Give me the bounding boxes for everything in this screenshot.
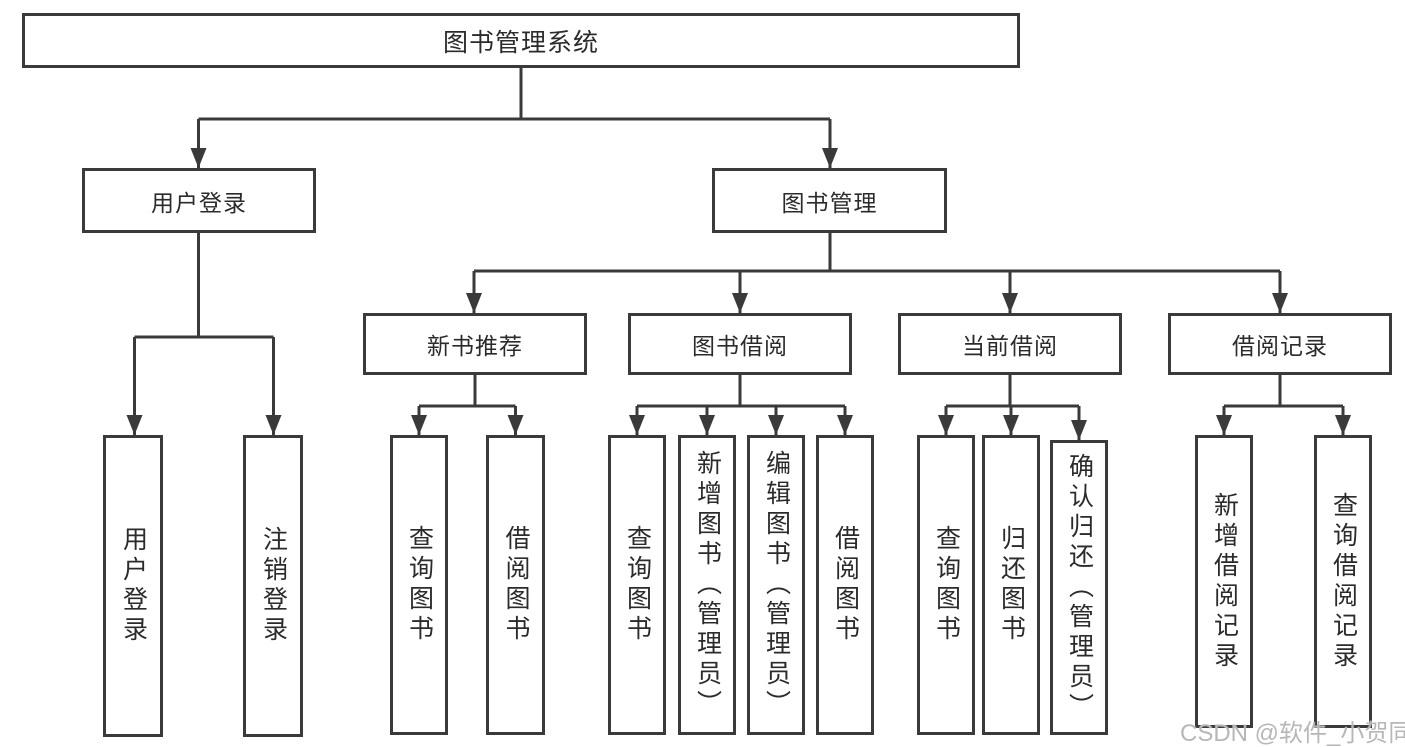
leaf-add-books-admin: 新增图书（管理员） (678, 435, 736, 735)
node-borrow-records: 借阅记录 (1168, 313, 1392, 375)
leaf-query-books-borrow-label: 查询图书 (623, 525, 652, 645)
leaf-query-books-current: 查询图书 (917, 435, 975, 735)
leaf-logout: 注销登录 (243, 435, 303, 737)
node-root-label: 图书管理系统 (442, 28, 599, 57)
leaf-query-borrow-record-label: 查询借阅记录 (1329, 491, 1358, 672)
node-book-borrow: 图书借阅 (628, 313, 852, 375)
node-current-borrow-label: 当前借阅 (962, 333, 1058, 359)
leaf-query-books-borrow: 查询图书 (608, 435, 666, 735)
leaf-edit-books-admin: 编辑图书（管理员） (747, 435, 805, 735)
node-user-login: 用户登录 (82, 168, 316, 233)
csdn-watermark: CSDN @软件_小贺同学 (1180, 720, 1405, 747)
node-book-management: 图书管理 (712, 168, 947, 233)
leaf-borrow-books-recommend-label: 借阅图书 (502, 525, 530, 645)
leaf-add-books-admin-label: 新增图书（管理员） (693, 450, 722, 720)
leaf-return-books: 归还图书 (982, 435, 1040, 735)
node-new-book-recommend-label: 新书推荐 (427, 333, 523, 359)
leaf-confirm-return-admin: 确认归还（管理员） (1050, 440, 1108, 735)
node-current-borrow: 当前借阅 (898, 313, 1122, 375)
leaf-query-books-recommend-label: 查询图书 (405, 525, 434, 645)
leaf-add-borrow-record: 新增借阅记录 (1195, 435, 1253, 728)
leaf-query-books-recommend: 查询图书 (390, 435, 448, 735)
node-book-management-label: 图书管理 (781, 189, 878, 216)
node-user-login-label: 用户登录 (151, 189, 247, 216)
leaf-user-login-label: 用户登录 (119, 526, 148, 646)
leaf-borrow-books: 借阅图书 (816, 435, 874, 735)
leaf-return-books-label: 归还图书 (997, 525, 1026, 645)
leaf-borrow-books-recommend: 借阅图书 (486, 435, 545, 735)
leaf-query-borrow-record: 查询借阅记录 (1314, 435, 1372, 728)
node-borrow-records-label: 借阅记录 (1232, 333, 1328, 359)
node-book-borrow-label: 图书借阅 (692, 333, 788, 359)
leaf-edit-books-admin-label: 编辑图书（管理员） (762, 450, 791, 720)
leaf-user-login: 用户登录 (103, 435, 163, 737)
leaf-borrow-books-label: 借阅图书 (831, 525, 860, 645)
leaf-add-borrow-record-label: 新增借阅记录 (1210, 491, 1239, 672)
leaf-logout-label: 注销登录 (259, 526, 288, 646)
node-new-book-recommend: 新书推荐 (363, 313, 587, 375)
leaf-confirm-return-admin-label: 确认归还（管理员） (1065, 452, 1094, 723)
leaf-query-books-current-label: 查询图书 (932, 525, 961, 645)
node-root: 图书管理系统 (22, 13, 1020, 68)
